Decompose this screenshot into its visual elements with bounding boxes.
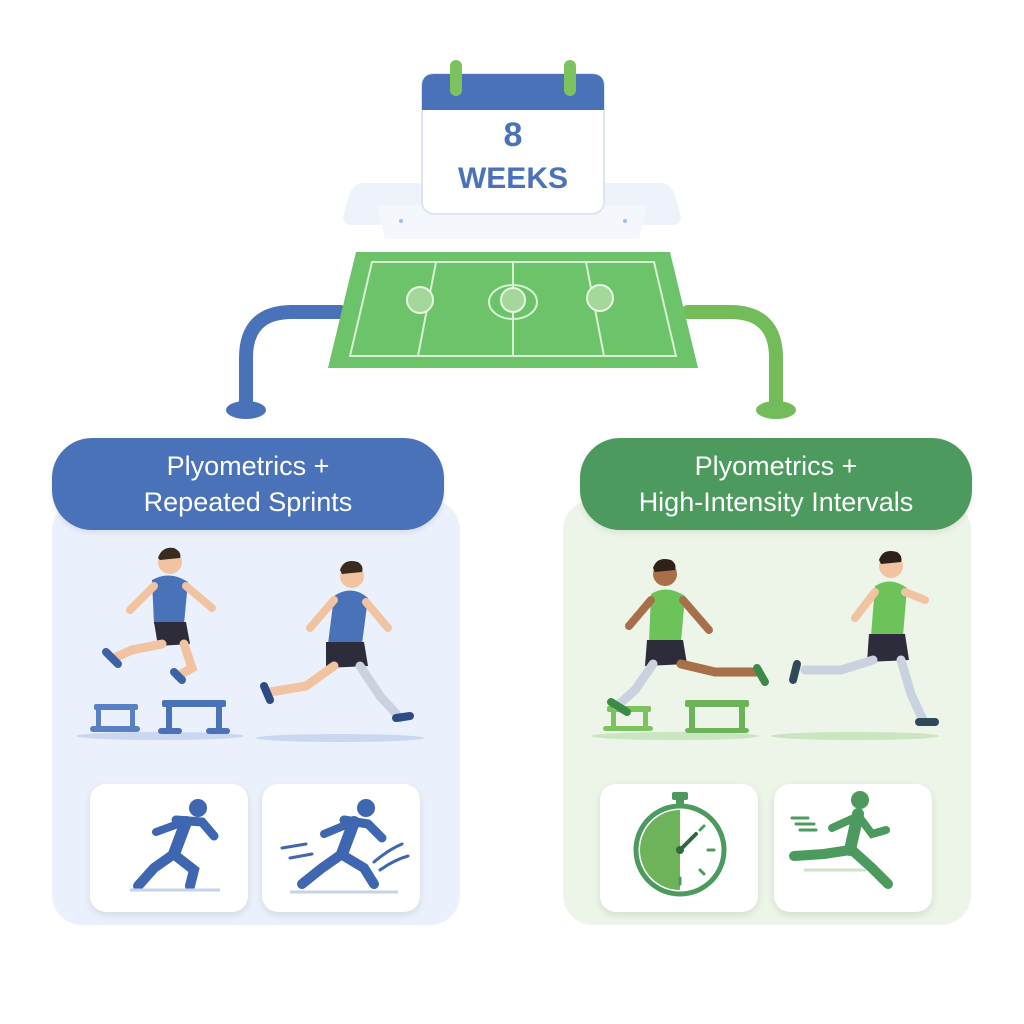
connector-right-end xyxy=(756,401,796,419)
calendar-icon xyxy=(421,60,605,215)
sprinting-player-icon xyxy=(607,559,769,716)
sprinter-icon xyxy=(130,799,220,892)
group-title-line2: Repeated Sprints xyxy=(143,487,353,517)
hurdle-icon xyxy=(90,704,140,732)
fast-sprint-icon xyxy=(280,799,410,894)
icon-card-fast-sprint xyxy=(262,784,420,912)
connector-left-end xyxy=(226,401,266,419)
interval-runner-icon xyxy=(789,791,893,889)
connector-left xyxy=(239,305,347,417)
icon-card-interval-runner xyxy=(774,784,932,912)
jumping-player-icon xyxy=(102,547,216,684)
icon-card-stopwatch xyxy=(600,784,758,912)
group-title-line1: Plyometrics + xyxy=(166,451,330,481)
hurdle-icon xyxy=(158,700,230,734)
stopwatch-icon xyxy=(633,792,727,897)
soccer-field-icon xyxy=(328,252,698,368)
sprinting-player-icon xyxy=(789,551,939,726)
ball-icon xyxy=(406,286,434,314)
icon-card-sprint xyxy=(90,784,248,912)
calendar-label: WEEKS xyxy=(457,162,568,195)
group-title-line1: Plyometrics + xyxy=(694,451,858,481)
group-title-left: Plyometrics + Repeated Sprints xyxy=(52,438,444,530)
plyometric-interval-scene xyxy=(591,551,939,740)
ball-icon xyxy=(500,287,526,313)
hurdle-icon xyxy=(685,700,749,733)
group-title-right: Plyometrics + High-Intensity Intervals xyxy=(580,438,972,530)
connector-right xyxy=(681,305,783,417)
calendar-number: 8 xyxy=(503,116,523,154)
duration-calendar: 8 WEEKS xyxy=(420,60,606,216)
plyometric-sprint-scene xyxy=(76,547,424,742)
sprinting-player-icon xyxy=(260,561,414,723)
ball-icon xyxy=(586,284,614,312)
group-title-line2: High-Intensity Intervals xyxy=(638,487,914,517)
